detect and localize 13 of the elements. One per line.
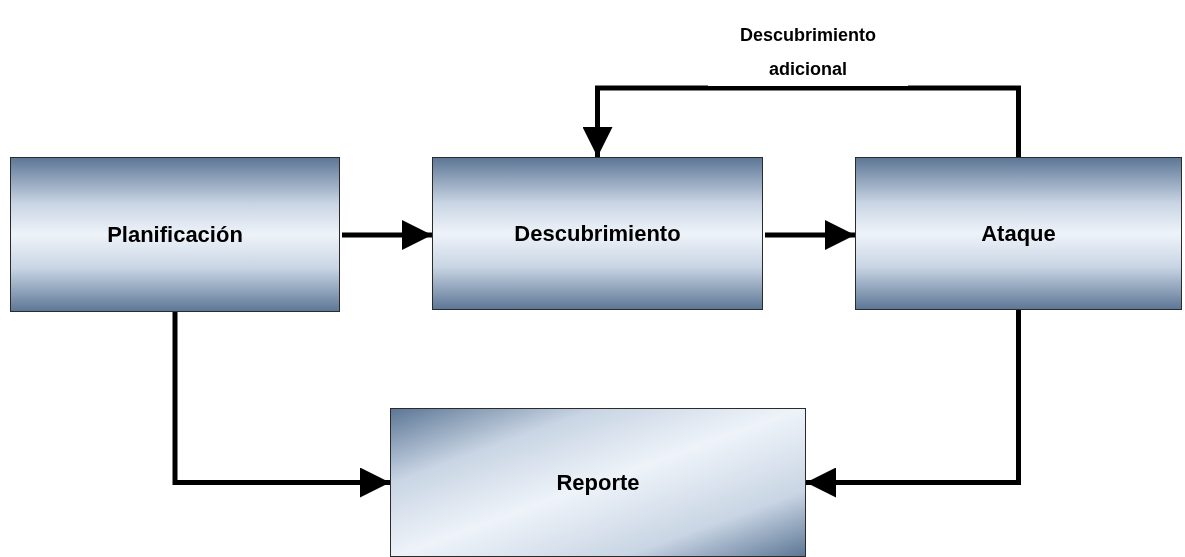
- arrow: [765, 220, 855, 250]
- arrow: [582, 85, 1021, 157]
- box-label: Planificación: [107, 221, 243, 248]
- arrow: [342, 220, 432, 250]
- process-box: [390, 408, 806, 557]
- box-label: Reporte: [556, 469, 640, 496]
- arrow: [172, 312, 390, 498]
- process-box: [10, 157, 340, 312]
- process-box: [432, 157, 763, 310]
- arrow: [806, 310, 1021, 498]
- process-box: [855, 157, 1182, 310]
- box-label: Ataque: [981, 220, 1056, 247]
- box-label: Descubrimiento: [514, 220, 681, 247]
